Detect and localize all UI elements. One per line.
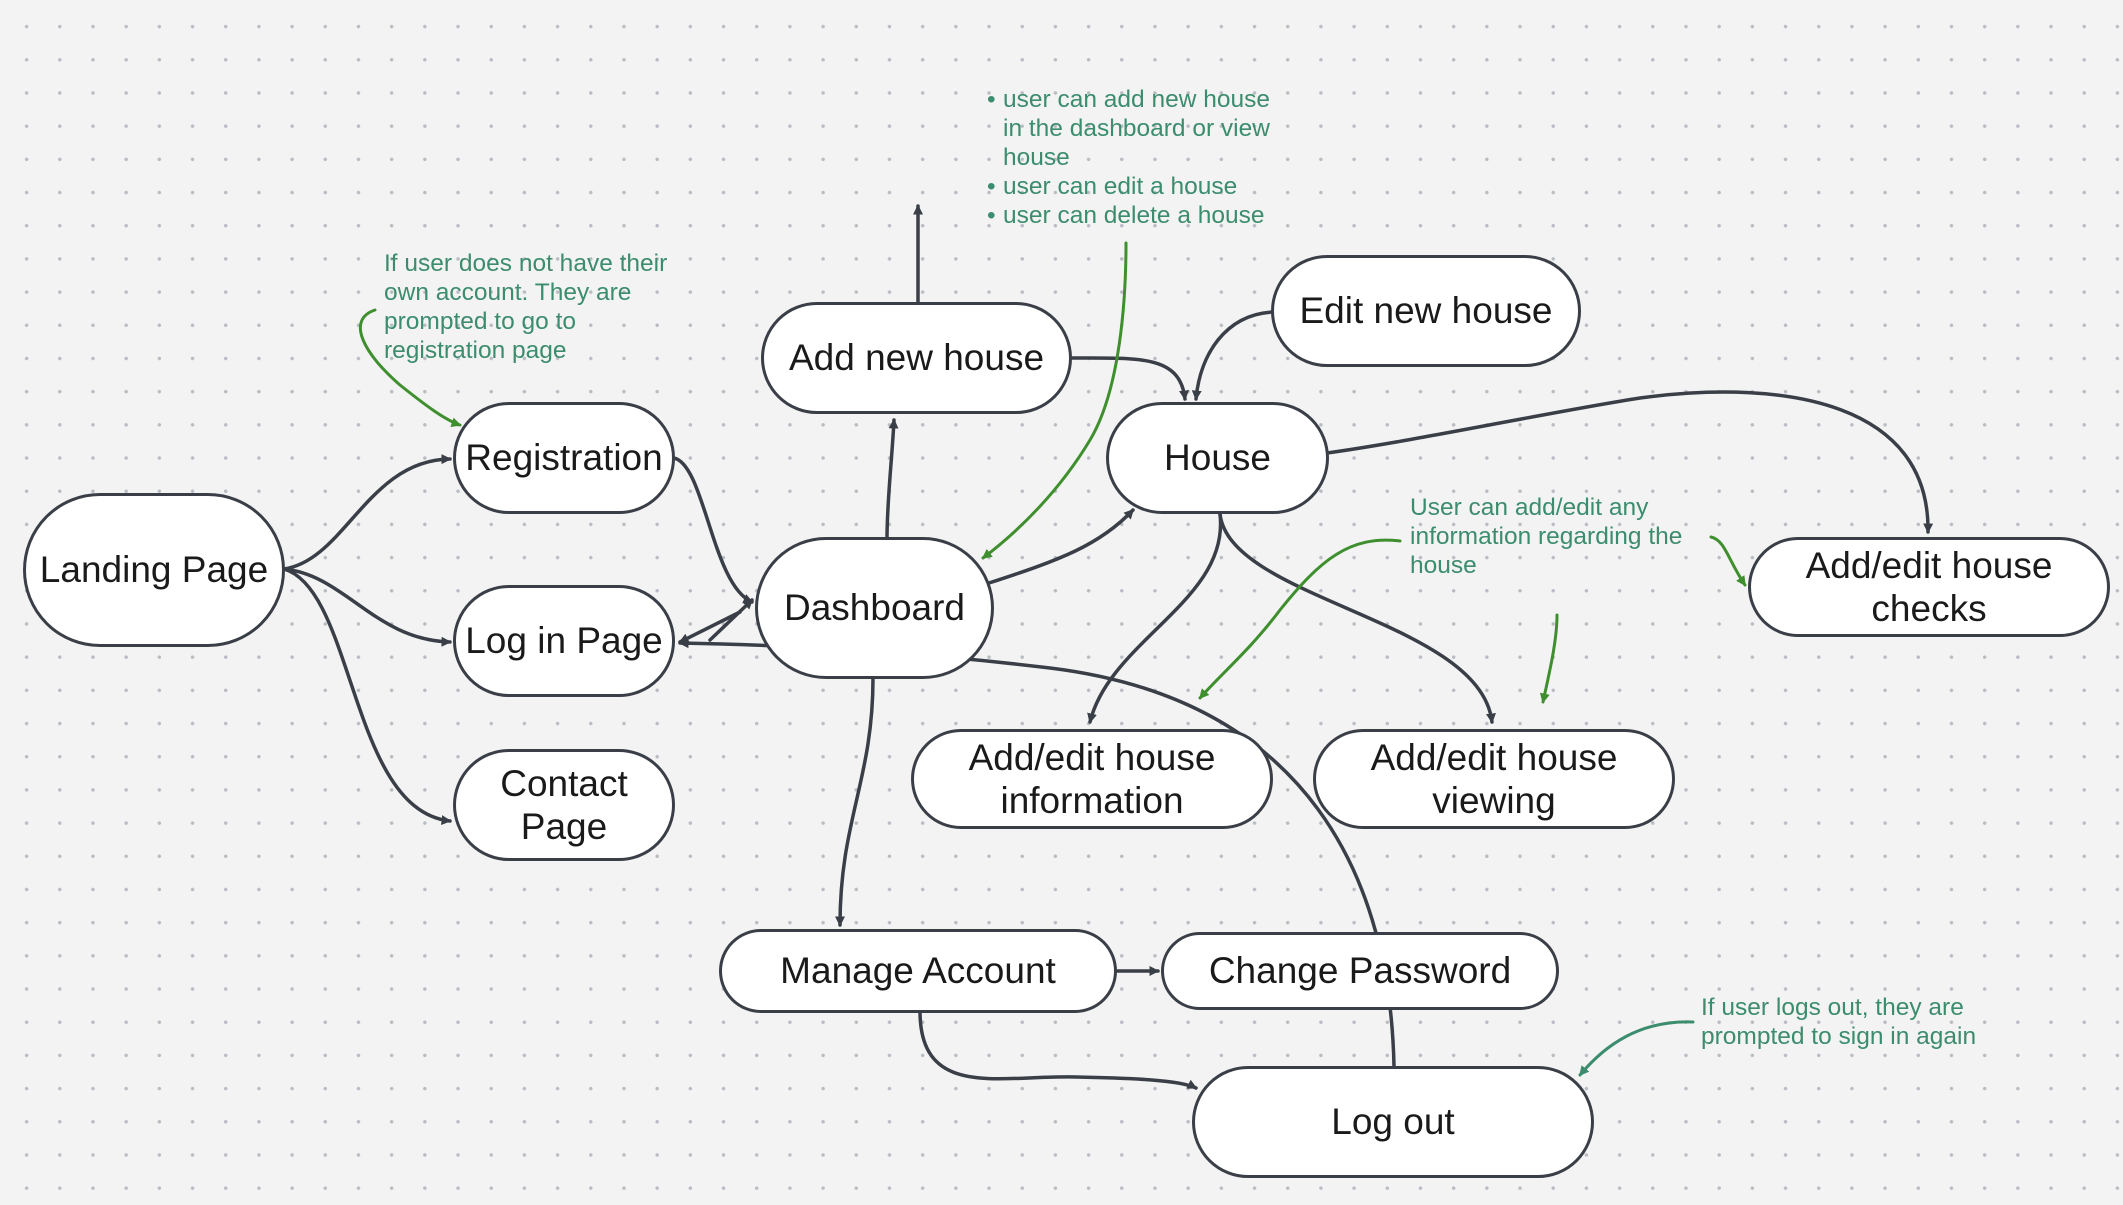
edge-login-dashboard — [678, 610, 742, 644]
node-log-out-label: Log out — [1331, 1101, 1455, 1143]
note-dashboard-list: user can add new house in the dashboard … — [987, 85, 1287, 230]
node-manage-account[interactable]: Manage Account — [719, 929, 1117, 1013]
edge-house-info — [1087, 512, 1223, 724]
note-dashboard-item: user can delete a house — [987, 201, 1287, 230]
annotation-arrow-house-info — [1198, 538, 1402, 700]
note-logout: If user logs out, they are prompted to s… — [1701, 993, 2011, 1051]
edge-dashboard-house — [987, 508, 1135, 585]
annotation-arrow-dashboard — [981, 241, 1128, 560]
note-house-text: User can add/edit any information regard… — [1410, 494, 1683, 579]
annotation-arrow-house-viewing — [1539, 613, 1559, 704]
node-login-page-label: Log in Page — [465, 620, 663, 662]
edge-dashboard-manage — [835, 676, 875, 927]
edge-landing-login — [282, 567, 452, 647]
node-contact-page-label: Contact Page — [500, 762, 628, 847]
edge-house-checks — [1325, 390, 1934, 534]
note-dashboard: user can add new house in the dashboard … — [987, 85, 1287, 230]
node-house-checks[interactable]: Add/edit house checks — [1748, 537, 2110, 637]
node-house-information[interactable]: Add/edit house information — [911, 729, 1273, 829]
node-change-password[interactable]: Change Password — [1161, 932, 1559, 1010]
note-dashboard-item: user can edit a house — [987, 172, 1287, 201]
edge-dashboard-addhouse — [885, 418, 899, 541]
node-add-new-house[interactable]: Add new house — [761, 302, 1072, 414]
edge-landing-contact — [282, 567, 452, 826]
edge-edithouse-house — [1191, 310, 1274, 401]
note-registration-text: If user does not have their own account.… — [384, 250, 668, 364]
node-registration-label: Registration — [465, 437, 663, 479]
node-edit-new-house-label: Edit new house — [1299, 290, 1553, 332]
node-house-viewing-label: Add/edit house viewing — [1370, 736, 1618, 821]
node-house-information-label: Add/edit house information — [968, 736, 1216, 821]
node-registration[interactable]: Registration — [453, 402, 675, 514]
node-house-label: House — [1164, 437, 1271, 479]
note-house: User can add/edit any information regard… — [1410, 493, 1710, 580]
node-house-viewing[interactable]: Add/edit house viewing — [1313, 729, 1675, 829]
annotation-arrow-registration — [358, 308, 462, 428]
note-registration: If user does not have their own account.… — [384, 249, 689, 365]
node-add-new-house-label: Add new house — [788, 337, 1045, 379]
edge-manage-logout — [918, 1009, 1198, 1090]
edge-dashboard-login — [708, 598, 754, 642]
edge-house-viewing — [1218, 512, 1496, 724]
annotation-arrow-house-checks — [1709, 535, 1747, 587]
node-house-checks-label: Add/edit house checks — [1805, 544, 2053, 629]
node-dashboard[interactable]: Dashboard — [755, 537, 994, 679]
node-landing-page[interactable]: Landing Page — [23, 493, 285, 647]
node-login-page[interactable]: Log in Page — [453, 585, 675, 697]
node-dashboard-label: Dashboard — [783, 587, 965, 629]
annotation-arrow-logout — [1578, 1020, 1695, 1077]
node-landing-page-label: Landing Page — [39, 549, 269, 591]
node-contact-page[interactable]: Contact Page — [453, 749, 675, 861]
node-log-out[interactable]: Log out — [1192, 1066, 1594, 1178]
node-change-password-label: Change Password — [1208, 950, 1512, 992]
node-house[interactable]: House — [1106, 402, 1329, 514]
node-edit-new-house[interactable]: Edit new house — [1271, 255, 1581, 367]
edge-addhouse-house — [1069, 356, 1190, 401]
edge-landing-registration — [282, 454, 452, 571]
node-manage-account-label: Manage Account — [780, 950, 1056, 992]
note-logout-text: If user logs out, they are prompted to s… — [1701, 994, 1977, 1050]
edge-registration-dashboard — [672, 456, 754, 604]
note-dashboard-item: user can add new house in the dashboard … — [987, 85, 1287, 172]
